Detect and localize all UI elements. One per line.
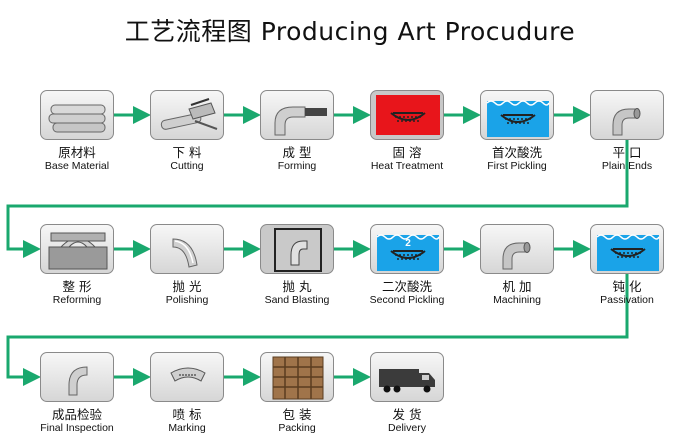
step-label-en: Machining bbox=[493, 294, 541, 306]
reform-die-icon bbox=[40, 224, 114, 274]
step-label-en: Forming bbox=[277, 160, 317, 172]
marked-ring-icon bbox=[150, 352, 224, 402]
step-marking: 喷 标 Marking bbox=[132, 352, 242, 434]
step-label-zh: 成 型 bbox=[282, 145, 312, 160]
elbow-forming-icon bbox=[260, 90, 334, 140]
step-label-zh: 下 料 bbox=[172, 145, 202, 160]
machined-elbow-icon bbox=[480, 224, 554, 274]
step-label-en: Sand Blasting bbox=[264, 294, 330, 306]
step-forming: 成 型 Forming bbox=[242, 90, 352, 172]
step-label-en: Base Material bbox=[44, 160, 110, 172]
step-label-en: Heat Treatment bbox=[370, 160, 444, 172]
elbow-icon bbox=[590, 90, 664, 140]
step-first-pickling: 首次酸洗 First Pickling bbox=[462, 90, 572, 172]
step-label-en: Passivation bbox=[600, 294, 654, 306]
step-label-zh: 首次酸洗 bbox=[491, 145, 542, 160]
step-label-en: Plain Ends bbox=[601, 160, 653, 172]
flow-wrap-line bbox=[6, 140, 629, 258]
step-label-zh: 包 装 bbox=[282, 407, 312, 422]
step-label-en: Second Pickling bbox=[369, 294, 445, 306]
step-sand-blasting: 抛 丸 Sand Blasting bbox=[242, 224, 352, 306]
step-packing: 包 装 Packing bbox=[242, 352, 352, 434]
wooden-crate-icon bbox=[260, 352, 334, 402]
furnace-icon bbox=[370, 90, 444, 140]
step-second-pickling: 2 二次酸洗 Second Pickling bbox=[352, 224, 462, 306]
acid-tank-icon bbox=[480, 90, 554, 140]
step-reforming: 整 形 Reforming bbox=[22, 224, 132, 306]
passivation-tank-icon bbox=[590, 224, 664, 274]
step-label-zh: 发 货 bbox=[392, 407, 422, 422]
step-machining: 机 加 Machining bbox=[462, 224, 572, 306]
step-label-zh: 抛 光 bbox=[172, 279, 202, 294]
step-label-zh: 机 加 bbox=[502, 279, 532, 294]
step-cutting: 下 料 Cutting bbox=[132, 90, 242, 172]
step-label-zh: 原材料 bbox=[58, 145, 96, 160]
step-final-inspection: 成品检验 Final Inspection bbox=[22, 352, 132, 434]
saw-cutting-icon bbox=[150, 90, 224, 140]
step-label-zh: 二次酸洗 bbox=[381, 279, 432, 294]
step-label-zh: 固 溶 bbox=[392, 145, 422, 160]
pickling-badge: 2 bbox=[405, 238, 411, 249]
pipes-icon bbox=[40, 90, 114, 140]
step-passivation: 钝 化 Passivation bbox=[572, 224, 682, 306]
step-label-en: Polishing bbox=[165, 294, 209, 306]
step-label-zh: 抛 丸 bbox=[282, 279, 312, 294]
step-label-en: Final Inspection bbox=[40, 422, 114, 434]
step-label-en: Marking bbox=[168, 422, 206, 434]
inspected-elbow-icon bbox=[40, 352, 114, 402]
step-label-zh: 钝 化 bbox=[612, 279, 642, 294]
polished-elbow-icon bbox=[150, 224, 224, 274]
step-delivery: 发 货 Delivery bbox=[352, 352, 462, 434]
step-label-en: Packing bbox=[278, 422, 316, 434]
step-polishing: 抛 光 Polishing bbox=[132, 224, 242, 306]
step-label-en: Reforming bbox=[52, 294, 102, 306]
step-plain-ends: 平 口 Plain Ends bbox=[572, 90, 682, 172]
page-title: 工艺流程图 Producing Art Procudure bbox=[124, 17, 576, 46]
acid-tank-2-icon: 2 bbox=[370, 224, 444, 274]
step-label-en: First Pickling bbox=[487, 160, 547, 172]
sand-blast-icon bbox=[260, 224, 334, 274]
step-label-zh: 成品检验 bbox=[51, 407, 102, 422]
step-heat-treatment: 固 溶 Heat Treatment bbox=[352, 90, 462, 172]
step-label-zh: 喷 标 bbox=[172, 407, 202, 422]
step-label-en: Cutting bbox=[170, 160, 204, 172]
flow-wrap-line bbox=[6, 274, 629, 386]
step-label-en: Delivery bbox=[388, 422, 426, 434]
step-label-zh: 平 口 bbox=[612, 145, 642, 160]
step-label-zh: 整 形 bbox=[62, 279, 92, 294]
truck-icon bbox=[370, 352, 444, 402]
step-base-material: 原材料 Base Material bbox=[22, 90, 132, 172]
